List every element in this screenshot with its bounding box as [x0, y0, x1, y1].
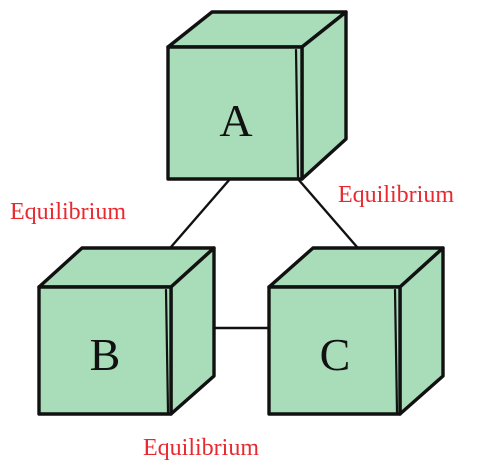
connector-a-c — [296, 177, 359, 249]
cube-a-label: A — [219, 95, 252, 146]
connector-a-b — [169, 177, 232, 249]
cube-a-inner-edge — [294, 48, 300, 179]
equilibrium-label-a-b: Equilibrium — [10, 199, 126, 225]
cube-b: B — [37, 246, 216, 416]
cube-c-inner-edge — [393, 288, 399, 414]
equilibrium-label-a-c: Equilibrium — [338, 182, 454, 208]
cube-a-front-face — [166, 45, 304, 181]
cube-a: A — [166, 10, 348, 181]
cube-b-inner-edge — [164, 288, 170, 414]
cube-c-label: C — [320, 329, 351, 380]
cube-c: C — [267, 246, 445, 416]
equilibrium-label-b-c: Equilibrium — [143, 435, 259, 461]
cube-c-front-face — [267, 285, 402, 416]
cube-b-front-face — [37, 285, 173, 416]
cube-b-label: B — [90, 329, 121, 380]
